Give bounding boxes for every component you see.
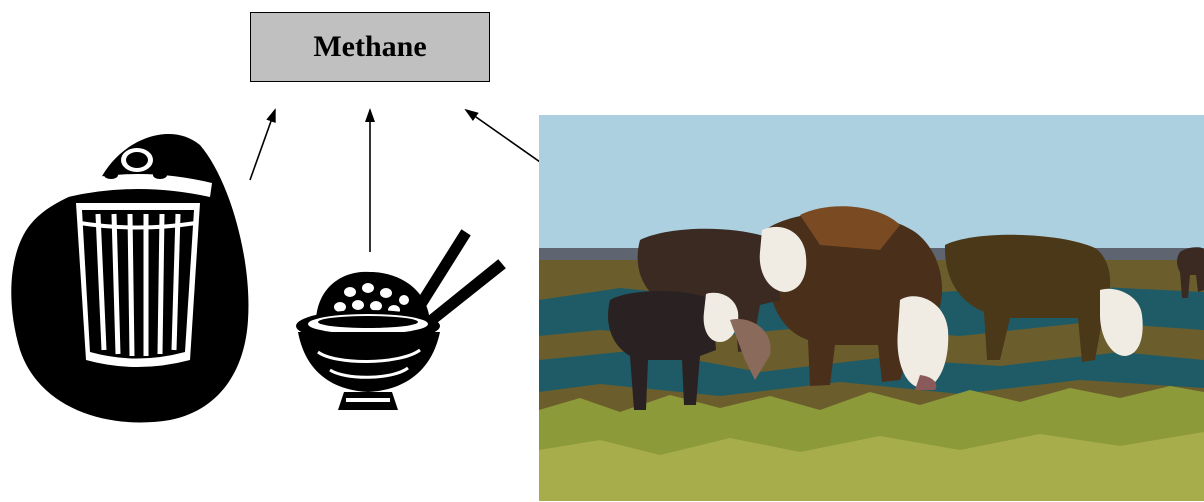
trash-can-icon — [11, 134, 248, 422]
arrow-trash-to-methane — [250, 110, 275, 180]
rice-bowl-icon — [296, 232, 503, 410]
cattle-pasture-picture — [539, 115, 1204, 501]
